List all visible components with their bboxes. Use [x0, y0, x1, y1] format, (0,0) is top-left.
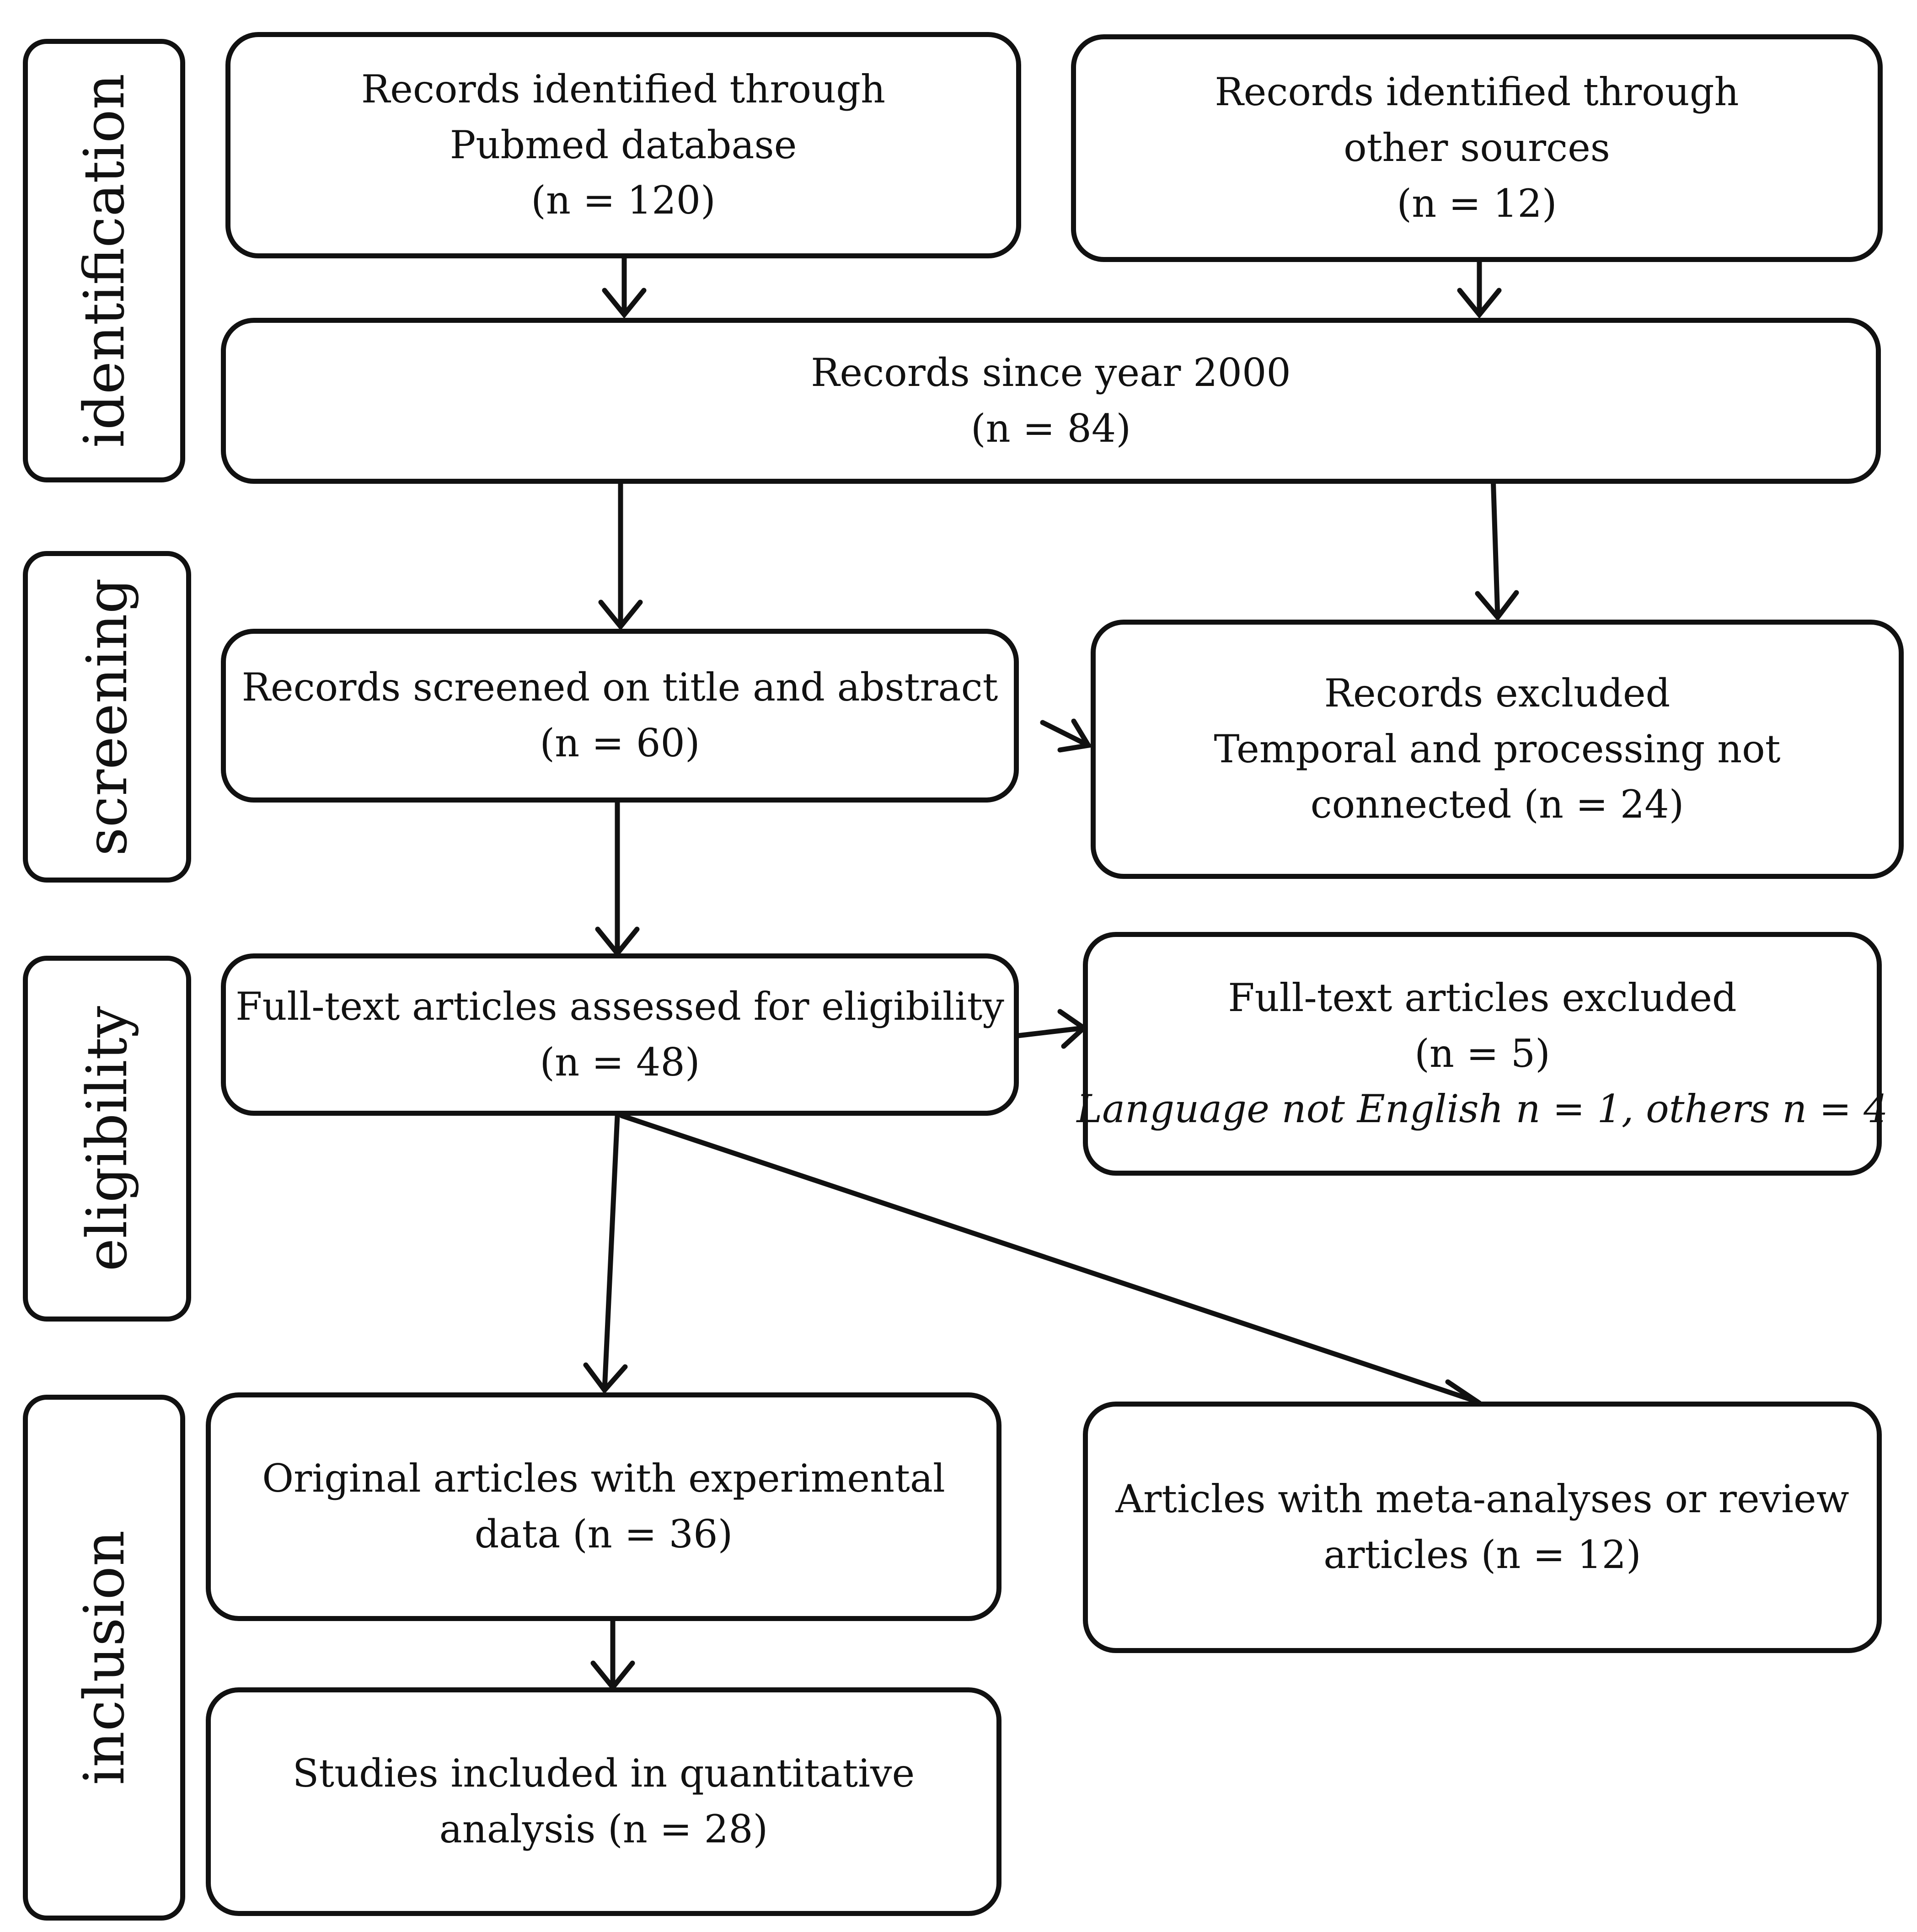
- box-original-articles: Original articles with experimental data…: [206, 1392, 1001, 1621]
- box-screened-line-1: Records screened on title and abstract: [241, 665, 998, 710]
- box-fulltext-assessed-line-2: (n = 48): [540, 1039, 700, 1085]
- box-original-line-1: Original articles with experimental: [262, 1456, 945, 1501]
- arrow-fulltext-to-original-head: [583, 1362, 628, 1394]
- box-original-line-2: data (n = 36): [474, 1512, 733, 1557]
- box-since2000-line-1: Records since year 2000: [811, 350, 1291, 395]
- box-meta-line-2: articles (n = 12): [1323, 1532, 1641, 1577]
- arrow-since2000-to-excluded-head: [1475, 590, 1519, 621]
- arrow-fulltext-to-excluded: [1015, 1025, 1087, 1038]
- box-fulltext-excluded-line-1: Full-text articles excluded: [1228, 975, 1737, 1020]
- box-pubmed-records: Records identified through Pubmed databa…: [225, 32, 1021, 258]
- arrow-since2000-to-screened-head: [598, 599, 643, 631]
- stage-eligibility: eligibility: [23, 956, 191, 1322]
- box-since2000-line-2: (n = 84): [970, 406, 1131, 451]
- stage-screening: screening: [23, 551, 191, 883]
- box-quantitative-line-2: analysis (n = 28): [439, 1807, 768, 1852]
- arrow-since2000-to-excluded: [1490, 473, 1500, 620]
- box-excluded-line-3: connected (n = 24): [1310, 782, 1684, 827]
- box-fulltext-assessed: Full-text articles assessed for eligibil…: [221, 953, 1019, 1116]
- box-excluded-line-2: Temporal and processing not: [1214, 726, 1781, 771]
- box-since-2000: Records since year 2000 (n = 84): [221, 318, 1881, 484]
- box-other-line-3: (n = 12): [1397, 181, 1557, 226]
- box-fulltext-excluded-line-2: (n = 5): [1414, 1031, 1550, 1076]
- stage-identification: identification: [23, 39, 185, 482]
- box-other-line-2: other sources: [1344, 125, 1610, 171]
- box-screened-line-2: (n = 60): [540, 721, 700, 765]
- box-excluded-line-1: Records excluded: [1324, 670, 1671, 716]
- box-quantitative: Studies included in quantitative analysi…: [206, 1687, 1001, 1916]
- box-fulltext-assessed-line-1: Full-text articles assessed for eligibil…: [236, 984, 1004, 1029]
- box-meta-line-1: Articles with meta-analyses or review: [1115, 1477, 1849, 1522]
- box-records-excluded: Records excluded Temporal and processing…: [1091, 620, 1904, 879]
- box-fulltext-excluded-line-3: Language not English n = 1, others n = 4: [1076, 1086, 1888, 1132]
- box-pubmed-line-1: Records identified through: [361, 66, 886, 112]
- stage-inclusion: inclusion: [23, 1395, 185, 1921]
- arrow-screened-to-excluded: [1040, 720, 1091, 748]
- arrow-pubmed-to-since2000-head: [602, 288, 647, 319]
- box-other-sources: Records identified through other sources…: [1071, 34, 1883, 262]
- arrow-fulltext-to-meta: [619, 1113, 1480, 1404]
- box-pubmed-line-3: (n = 120): [531, 178, 716, 223]
- arrow-screened-to-excluded-head: [1057, 718, 1092, 753]
- box-pubmed-line-2: Pubmed database: [450, 122, 797, 167]
- arrow-other-to-since2000-head: [1457, 288, 1502, 319]
- box-quantitative-line-1: Studies included in quantitative: [292, 1751, 915, 1796]
- box-screened: Records screened on title and abstract (…: [221, 629, 1019, 803]
- box-fulltext-excluded: Full-text articles excluded (n = 5) Lang…: [1076, 932, 1888, 1176]
- box-other-line-1: Records identified through: [1215, 70, 1739, 115]
- arrow-fulltext-to-original: [602, 1113, 620, 1393]
- box-meta-analyses: Articles with meta-analyses or review ar…: [1083, 1402, 1882, 1653]
